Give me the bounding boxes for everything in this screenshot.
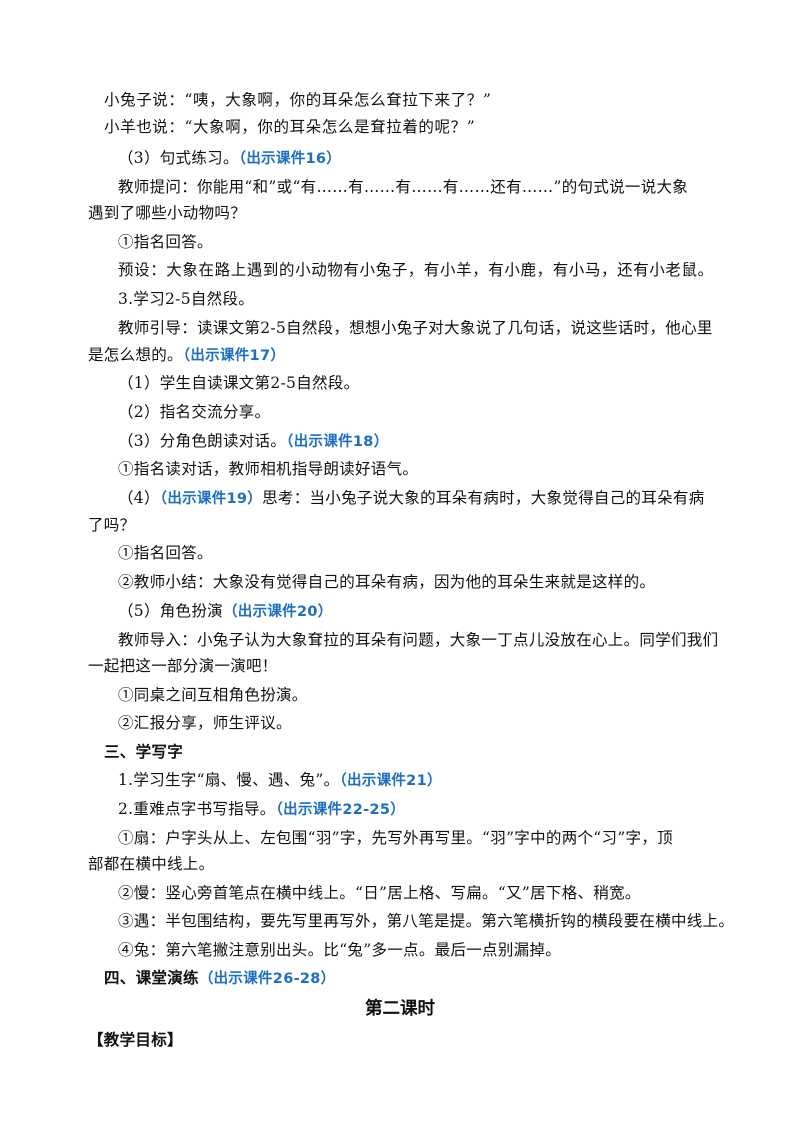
courseware-ref-22-25: （出示课件22-25） xyxy=(275,802,406,818)
courseware-ref-16: （出示课件16） xyxy=(238,151,342,167)
practice-heading-text: 四、课堂演练 xyxy=(104,969,199,987)
courseware-ref-19: （出示课件19） xyxy=(159,491,263,507)
teacher-intro-cont: 一起把这一部分演一演吧！ xyxy=(88,657,278,675)
courseware-ref-18: （出示课件18） xyxy=(286,434,389,450)
section-heading-writing: 三、学写字 xyxy=(104,743,184,761)
role-play-text: （5）角色扮演 xyxy=(118,602,223,620)
report-share: ②汇报分享，师生评议。 xyxy=(118,714,292,732)
lesson-title: 第二课时 xyxy=(365,999,435,1019)
role-play: （5）角色扮演（出示课件20） xyxy=(118,601,333,622)
teacher-question-cont: 遇到了哪些小动物吗？ xyxy=(88,204,247,222)
char-tu: ④兔：第六笔撇注意别出头。比“兔”多一点。最后一点别漏掉。 xyxy=(118,941,562,959)
teaching-goals-heading: 【教学目标】 xyxy=(88,1031,183,1049)
teacher-guide-cont: 是怎么想的。（出示课件17） xyxy=(88,345,285,366)
teacher-summary: ②教师小结：大象没有觉得自己的耳朵有病，因为他的耳朵生来就是这样的。 xyxy=(118,573,656,591)
courseware-ref-26-28: （出示课件26-28） xyxy=(198,971,336,987)
think-text: 思考：当小兔子说大象的耳朵有病时，大象觉得自己的耳朵有病 xyxy=(262,489,705,507)
read-dialogue: ①指名读对话，教师相机指导朗读好语气。 xyxy=(118,460,419,478)
role-reading: （3）分角色朗读对话。（出示课件18） xyxy=(118,431,389,452)
pair-role-play: ①同桌之间互相角色扮演。 xyxy=(118,686,308,704)
courseware-ref-21: （出示课件21） xyxy=(339,773,442,789)
writing-guide-text: 2.重难点字书写指导。 xyxy=(118,800,276,818)
answer-step: ①指名回答。 xyxy=(118,233,213,251)
guide-text: 是怎么想的。 xyxy=(88,346,183,364)
role-reading-text: （3）分角色朗读对话。 xyxy=(118,432,287,450)
char-shan: ①扇：户字头从上、左包围“羽”字，先写外再写里。“羽”字中的两个“习”字，顶 xyxy=(118,829,673,847)
courseware-ref-17: （出示课件17） xyxy=(182,348,286,364)
dialogue-sheep: 小羊也说：“大象啊，你的耳朵怎么是耷拉着的呢？” xyxy=(104,118,476,136)
step-text: （3）句式练习。 xyxy=(118,149,239,167)
dialogue-rabbit: 小兔子说：“咦，大象啊，你的耳朵怎么耷拉下来了？” xyxy=(104,91,492,109)
preset-answer: 预设：大象在路上遇到的小动物有小兔子，有小羊，有小鹿，有小马，还有小老鼠。 xyxy=(118,261,714,279)
teacher-question: 教师提问：你能用“和”或“有……有……有……有……还有……”的句式说一说大象 xyxy=(118,178,689,196)
char-yu: ③遇：半包围结构，要先写里再写外，第八笔是提。第六笔横折钩的横段要在横中线上。 xyxy=(118,912,735,930)
learn-characters-text: 1.学习生字“扇、慢、遇、兔”。 xyxy=(118,771,340,789)
char-man: ②慢：竖心旁首笔点在横中线上。“日”居上格、写扁。“又”居下格、稍宽。 xyxy=(118,884,641,902)
think-question-cont: 了吗？ xyxy=(88,516,136,534)
think-number: （4） xyxy=(118,489,160,507)
char-shan-cont: 部都在横中线上。 xyxy=(88,855,215,873)
learn-characters: 1.学习生字“扇、慢、遇、兔”。（出示课件21） xyxy=(118,770,442,791)
step-sentence-practice: （3）句式练习。（出示课件16） xyxy=(118,148,341,169)
teacher-guide: 教师引导：读课文第2-5自然段，想想小兔子对大象说了几句话，说这些话时，他心里 xyxy=(118,319,713,337)
think-question: （4）（出示课件19）思考：当小兔子说大象的耳朵有病时，大象觉得自己的耳朵有病 xyxy=(118,488,705,509)
share: （2）指名交流分享。 xyxy=(118,403,271,421)
self-reading: （1）学生自读课文第2-5自然段。 xyxy=(118,374,360,392)
answer-step-2: ①指名回答。 xyxy=(118,544,213,562)
section-heading-practice: 四、课堂演练（出示课件26-28） xyxy=(104,968,336,989)
section-study-2-5: 3.学习2-5自然段。 xyxy=(118,290,255,308)
teacher-intro: 教师导入：小兔子认为大象耷拉的耳朵有问题，大象一丁点儿没放在心上。同学们我们 xyxy=(118,631,719,649)
courseware-ref-20: （出示课件20） xyxy=(222,604,333,620)
writing-guide: 2.重难点字书写指导。（出示课件22-25） xyxy=(118,799,405,820)
